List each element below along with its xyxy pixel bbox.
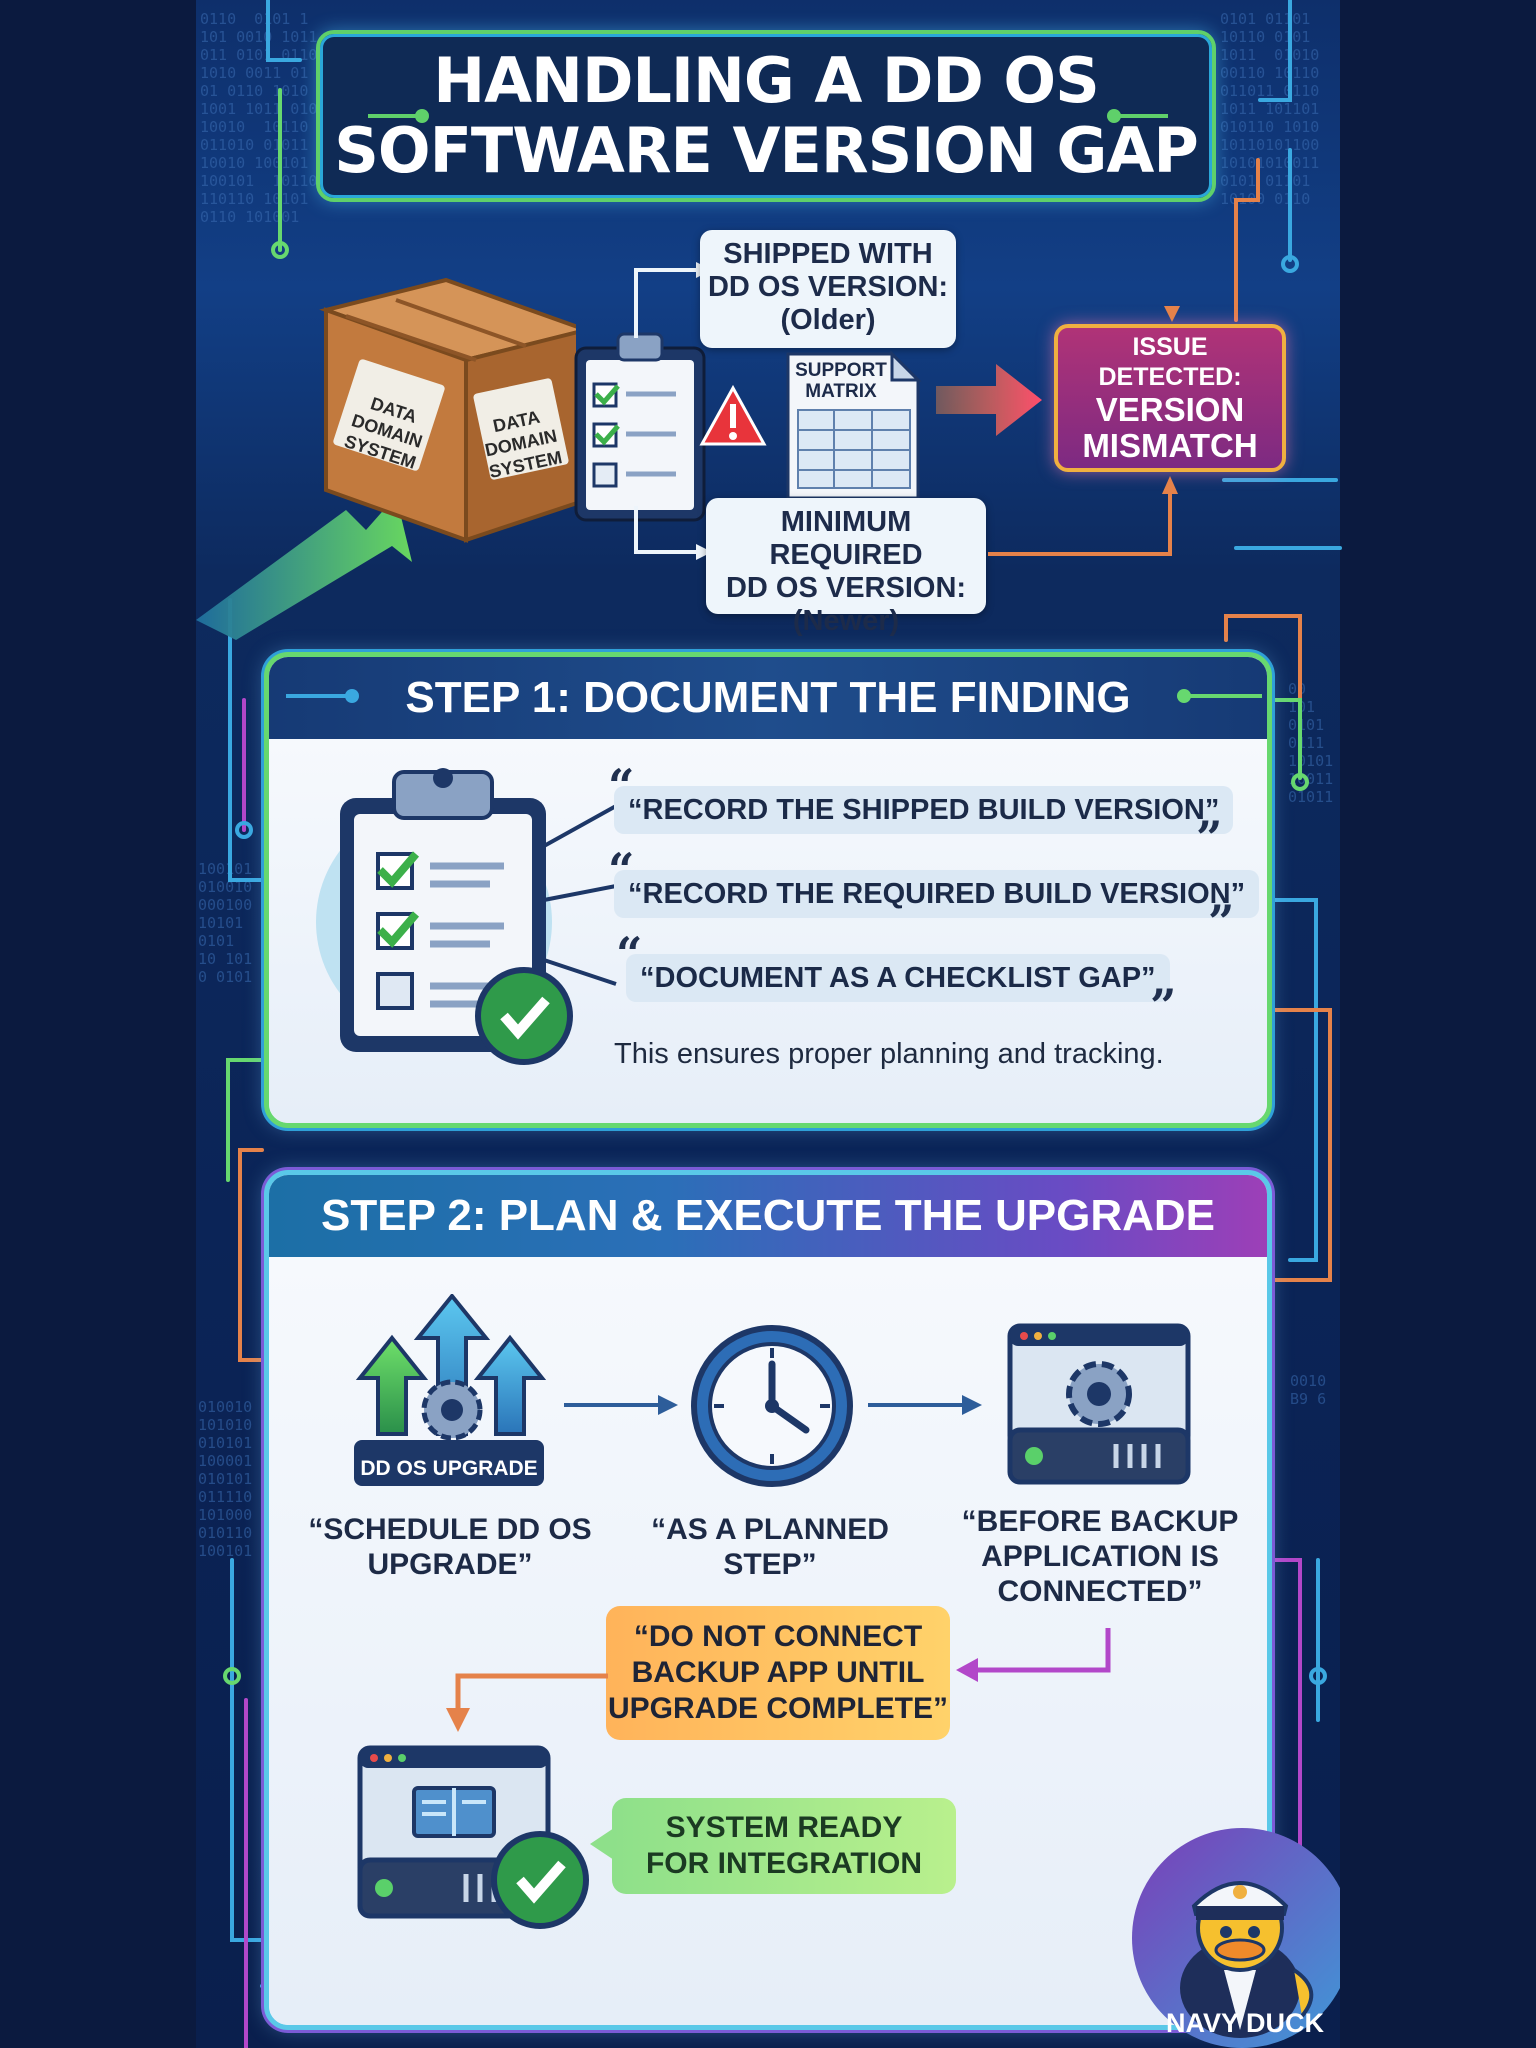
ready-line-2: FOR INTEGRATION	[645, 1847, 923, 1880]
title-line-2: SOFTWARE VERSION GAP	[334, 114, 1199, 187]
support-matrix-label: SUPPORT MATRIX	[786, 360, 896, 402]
caption-schedule: “SCHEDULE DD OS UPGRADE”	[290, 1512, 610, 1582]
caption-before-line-1: “BEFORE BACKUP	[961, 1505, 1239, 1538]
title-line-1: HANDLING A DD OS	[433, 44, 1100, 117]
step-2-heading: STEP 2: PLAN & EXECUTE THE UPGRADE	[321, 1191, 1215, 1240]
issue-line-2: MISMATCH	[1082, 427, 1258, 464]
caption-planned-line-2: STEP”	[723, 1548, 817, 1581]
warning-line-1: “DO NOT CONNECT	[633, 1620, 923, 1653]
step-1-quote-3: “DOCUMENT AS A CHECKLIST GAP”	[626, 954, 1170, 1002]
required-line-3: (Newer)	[792, 605, 900, 637]
upgrade-arrows-gear-icon	[354, 1294, 547, 1486]
flow-arrow-to-warning-icon	[956, 1628, 1111, 1682]
caption-planned: “AS A PLANNED STEP”	[620, 1512, 920, 1582]
warning-line-3: UPGRADE COMPLETE”	[607, 1692, 949, 1725]
binary-pattern-mid-left: 100101 010010 000100 10101 0101 10 101 0…	[198, 860, 253, 986]
caption-before-backup: “BEFORE BACKUP APPLICATION IS CONNECTED”	[940, 1504, 1260, 1609]
support-matrix-document-icon	[786, 350, 922, 500]
upgrade-badge: DD OS UPGRADE	[360, 1457, 538, 1480]
warning-line-2: BACKUP APP UNTIL	[631, 1656, 925, 1689]
step-1-header: STEP 1: DOCUMENT THE FINDING	[269, 657, 1267, 739]
caption-before-line-2: APPLICATION IS	[981, 1540, 1219, 1573]
issue-label: ISSUE DETECTED:	[1098, 333, 1242, 391]
binary-pattern-left: 0110 0101 1 101 0010 1011 011 0101 0110 …	[200, 10, 327, 226]
brand-name: NAVY DUCK	[1165, 2008, 1325, 2038]
required-to-issue-connector	[988, 476, 1178, 556]
flow-arrow-2-icon	[868, 1395, 982, 1415]
required-line-1: MINIMUM REQUIRED	[769, 506, 923, 571]
support-matrix-line-1: SUPPORT	[795, 360, 887, 381]
step-1-connectors	[543, 804, 617, 986]
step-1-header-dots	[286, 689, 1262, 703]
warning-box: “DO NOT CONNECT BACKUP APP UNTIL UPGRADE…	[606, 1606, 950, 1740]
step-1-quote-1: “RECORD THE SHIPPED BUILD VERSION”	[614, 786, 1234, 834]
required-version-note: MINIMUM REQUIRED DD OS VERSION: (Newer)	[706, 498, 986, 637]
caption-schedule-line-2: UPGRADE”	[367, 1548, 533, 1581]
binary-pattern-lower-left: 010010 101010 010101 100001 010101 01111…	[198, 1398, 253, 1560]
quote-close-2: ”	[1208, 895, 1235, 949]
clipboard-icon	[574, 332, 706, 522]
quote-close-3: ”	[1150, 979, 1177, 1033]
shipped-line-3: (Older)	[780, 304, 876, 336]
binary-pattern-lower-right: 0010 B9 6	[1290, 1372, 1327, 1408]
support-matrix-line-2: MATRIX	[805, 381, 877, 402]
ready-box: SYSTEM READY FOR INTEGRATION	[612, 1798, 956, 1894]
flow-arrow-1-icon	[564, 1395, 678, 1415]
required-line-2: DD OS VERSION:	[725, 572, 967, 604]
quote-close-1: ”	[1196, 811, 1223, 865]
step-1-quote-2: “RECORD THE REQUIRED BUILD VERSION”	[614, 870, 1260, 918]
binary-pattern-right: 0101 01101 10110 0101 1011 01010 00110 1…	[1220, 10, 1320, 208]
flow-arrow-to-ready-icon	[446, 1673, 608, 1732]
shipped-version-note: SHIPPED WITH DD OS VERSION: (Older)	[700, 230, 956, 348]
shipped-line-2: DD OS VERSION:	[707, 271, 949, 303]
step-1-heading: STEP 1: DOCUMENT THE FINDING	[405, 673, 1131, 722]
crate-icon	[196, 277, 576, 640]
navy-duck-mascot-icon	[1132, 1828, 1340, 2048]
server-gear-icon	[1007, 1323, 1191, 1485]
ready-box-pointer	[590, 1828, 614, 1860]
ready-line-1: SYSTEM READY	[665, 1811, 903, 1844]
caption-planned-line-1: “AS A PLANNED	[651, 1513, 889, 1546]
clock-icon	[691, 1325, 853, 1487]
step-1-footnote: This ensures proper planning and trackin…	[614, 1038, 1164, 1070]
title-side-dots	[368, 109, 1168, 123]
issue-detected-badge: ISSUE DETECTED: VERSION MISMATCH	[1054, 324, 1286, 472]
warning-triangle-icon	[699, 384, 767, 446]
caption-before-line-3: CONNECTED”	[997, 1575, 1203, 1608]
issue-line-1: VERSION	[1095, 391, 1245, 428]
top-to-issue-connector	[1164, 306, 1180, 322]
caption-schedule-line-1: “SCHEDULE DD OS	[308, 1513, 592, 1546]
step-1-clipboard-icon	[316, 768, 573, 1065]
shipped-line-1: SHIPPED WITH	[723, 238, 933, 270]
step-2-header: STEP 2: PLAN & EXECUTE THE UPGRADE	[269, 1175, 1267, 1257]
server-window-icon	[357, 1745, 589, 1929]
main-title: HANDLING A DD OS SOFTWARE VERSION GAP	[316, 30, 1216, 202]
arrow-to-issue-icon	[936, 364, 1042, 436]
